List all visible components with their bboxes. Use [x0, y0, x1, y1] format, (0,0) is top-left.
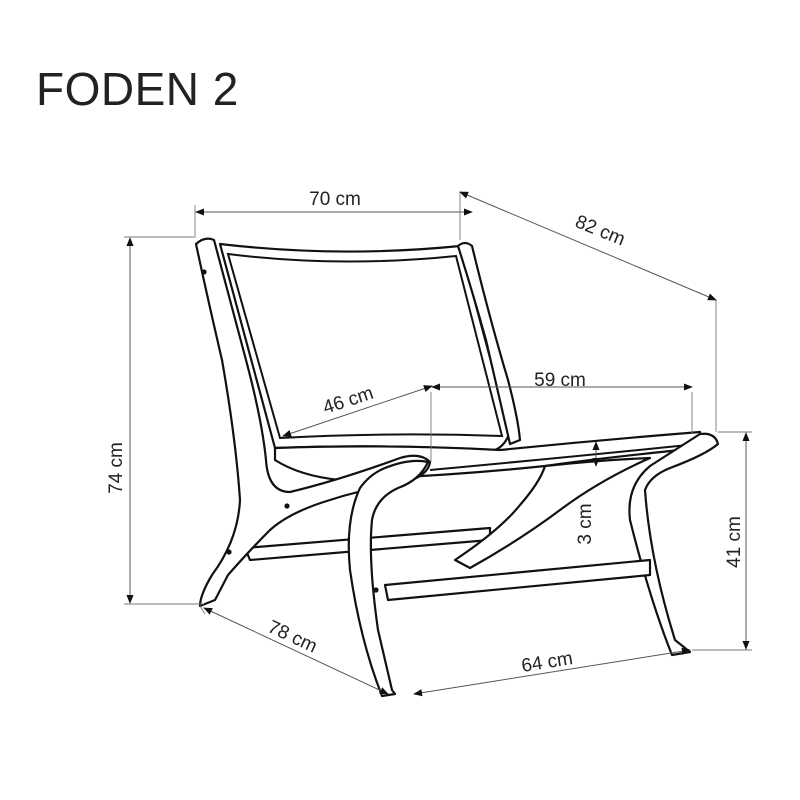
seat-height-label: 41 cm [724, 516, 745, 568]
front-left-leg [347, 459, 430, 698]
base-depth-label: 78 cm [264, 617, 320, 658]
dimension-seat-height: 41 cm [692, 431, 752, 651]
rear-right-leg [628, 432, 720, 657]
dimension-seat-thickness: 3 cm [575, 441, 600, 545]
product-title: FODEN 2 [36, 63, 239, 115]
width-label: 70 cm [309, 189, 361, 210]
seat-thickness-label: 3 cm [575, 503, 596, 544]
dimension-base-width: 64 cm [413, 647, 691, 697]
depth-top-label: 82 cm [572, 211, 628, 250]
front-stretcher [383, 558, 652, 602]
height-label: 74 cm [106, 442, 127, 494]
dimension-height: 74 cm [106, 236, 204, 605]
base-width-label: 64 cm [520, 648, 574, 677]
inner-brace [453, 456, 652, 570]
seat-front-edge [429, 443, 699, 471]
dimension-width: 70 cm [194, 189, 473, 240]
dimension-seat-width: 59 cm [430, 370, 693, 462]
seat-width-label: 59 cm [534, 370, 586, 391]
